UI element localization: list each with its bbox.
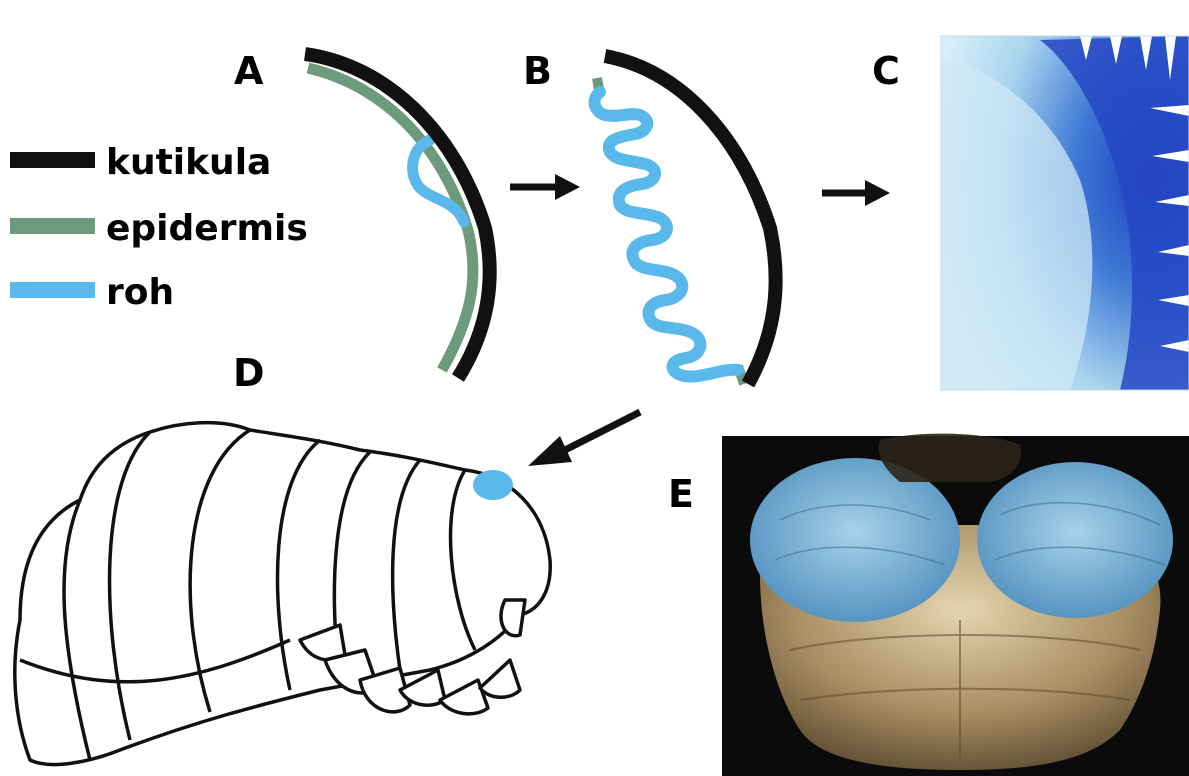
legend-swatch-roh bbox=[10, 282, 95, 298]
panel-label-a: A bbox=[234, 49, 264, 93]
arrow-b-to-c bbox=[822, 180, 890, 206]
larva-horn-primordium bbox=[473, 470, 513, 500]
sem-left-horn-lobe bbox=[750, 458, 960, 622]
arrow-b-to-d bbox=[528, 412, 640, 466]
legend-swatch-kutikula bbox=[10, 152, 95, 168]
panel-c-histology-image bbox=[941, 36, 1189, 390]
larva-mouthparts bbox=[501, 600, 525, 636]
arrow-a-to-b bbox=[510, 174, 580, 200]
legend-item-epidermis: epidermis bbox=[10, 208, 308, 249]
panel-d-larva-drawing bbox=[15, 423, 550, 765]
panel-label-c: C bbox=[872, 49, 900, 93]
legend-label-roh: roh bbox=[106, 272, 174, 313]
sem-head-top bbox=[879, 434, 1021, 482]
panel-label-b: B bbox=[523, 49, 552, 93]
legend: kutikula epidermis roh bbox=[10, 142, 308, 313]
panel-label-d: D bbox=[233, 351, 265, 395]
panel-b-cuticle-section bbox=[595, 56, 776, 384]
legend-swatch-epidermis bbox=[10, 218, 95, 234]
legend-item-roh: roh bbox=[10, 272, 174, 313]
legend-item-kutikula: kutikula bbox=[10, 142, 271, 183]
legend-label-epidermis: epidermis bbox=[106, 208, 308, 249]
sem-right-horn-lobe bbox=[977, 462, 1173, 618]
panel-e-sem-image bbox=[722, 434, 1189, 776]
panel-label-e: E bbox=[668, 472, 694, 516]
legend-label-kutikula: kutikula bbox=[106, 142, 271, 183]
panel-a-cuticle-section bbox=[305, 54, 490, 378]
panel-a-epidermis bbox=[308, 68, 473, 370]
